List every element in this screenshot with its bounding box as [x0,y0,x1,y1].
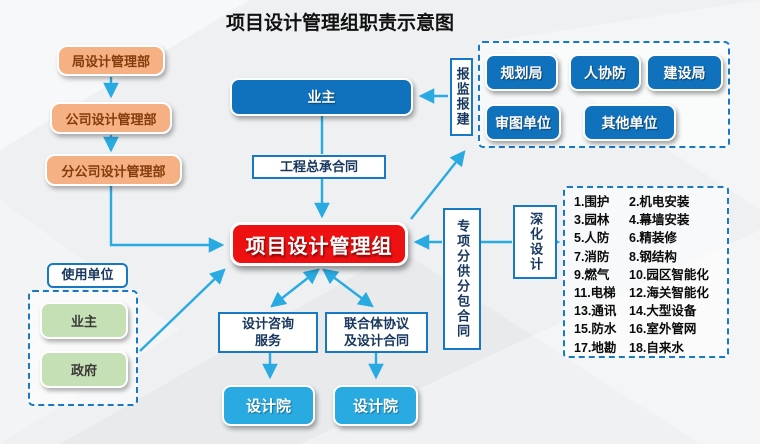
consortium-line2: 及设计合同 [343,332,409,348]
node-specialized-subcontract: 专项分供分包合同 [443,208,481,350]
detail-row: 3.园林 4.幕墙安装 [574,213,690,228]
detail-row: 17.地勘 18.自来水 [574,340,684,355]
node-construction-bureau: 建设局 [646,54,723,91]
node-deepen-design: 深化设计 [513,205,557,279]
node-drawing-review-unit: 审图单位 [485,104,561,141]
detail-row: 1.围护 2.机电安装 [574,195,690,209]
report-filing-label: 报监报建 [454,67,470,127]
node-design-institute-right: 设计院 [333,385,418,426]
consult-line2: 服务 [254,332,281,348]
user-units-title: 使用单位 [47,263,128,288]
node-company-design-dept: 公司设计管理部 [50,102,172,134]
arrow-branch-to-center [109,186,225,253]
node-design-consult-service: 设计咨询 服务 [218,312,318,353]
node-report-filing: 报监报建 [450,58,473,136]
node-design-institute-left: 设计院 [222,385,315,426]
arrow-users-to-center [139,268,226,352]
consortium-line1: 联合体协议 [343,316,409,332]
page-title: 项目设计管理组职责示意图 [225,13,454,34]
detail-list-container: 1.围护 2.机电安装 3.园林 4.幕墙安装 5.人防 6.精装修 7.消防 … [563,186,729,358]
detail-row: 5.人防 6.精装修 [574,231,677,246]
node-bureau-design-dept: 局设计管理部 [57,45,165,76]
arrow-center-to-report [410,150,466,220]
arrow-center-consortium [322,268,374,308]
detail-row: 11.电梯 12.海关智能化 [574,286,709,301]
node-user-owner: 业主 [40,302,128,339]
deepen-design-label: 深化设计 [528,212,544,272]
arrow-center-consult [270,268,320,308]
detail-row: 9.燃气 10.园区智能化 [574,267,709,282]
node-consortium-agreement: 联合体协议 及设计合同 [325,312,428,353]
subcontract-label: 专项分供分包合同 [455,219,471,339]
node-user-government: 政府 [40,351,128,388]
consult-line1: 设计咨询 [241,316,294,332]
detail-row: 7.消防 8.钢结构 [574,249,677,264]
node-epc-contract: 工程总承合同 [252,155,386,179]
detail-row: 13.通讯 14.大型设备 [574,304,697,319]
node-branch-design-dept: 分公司设计管理部 [45,154,182,186]
node-civil-air-defense: 人协防 [569,54,641,91]
node-project-design-group: 项目设计管理组 [230,222,408,266]
node-planning-bureau: 规划局 [485,54,558,91]
node-other-units: 其他单位 [583,104,676,141]
detail-row: 15.防水 16.室外管网 [574,322,697,337]
node-owner: 业主 [230,78,413,116]
